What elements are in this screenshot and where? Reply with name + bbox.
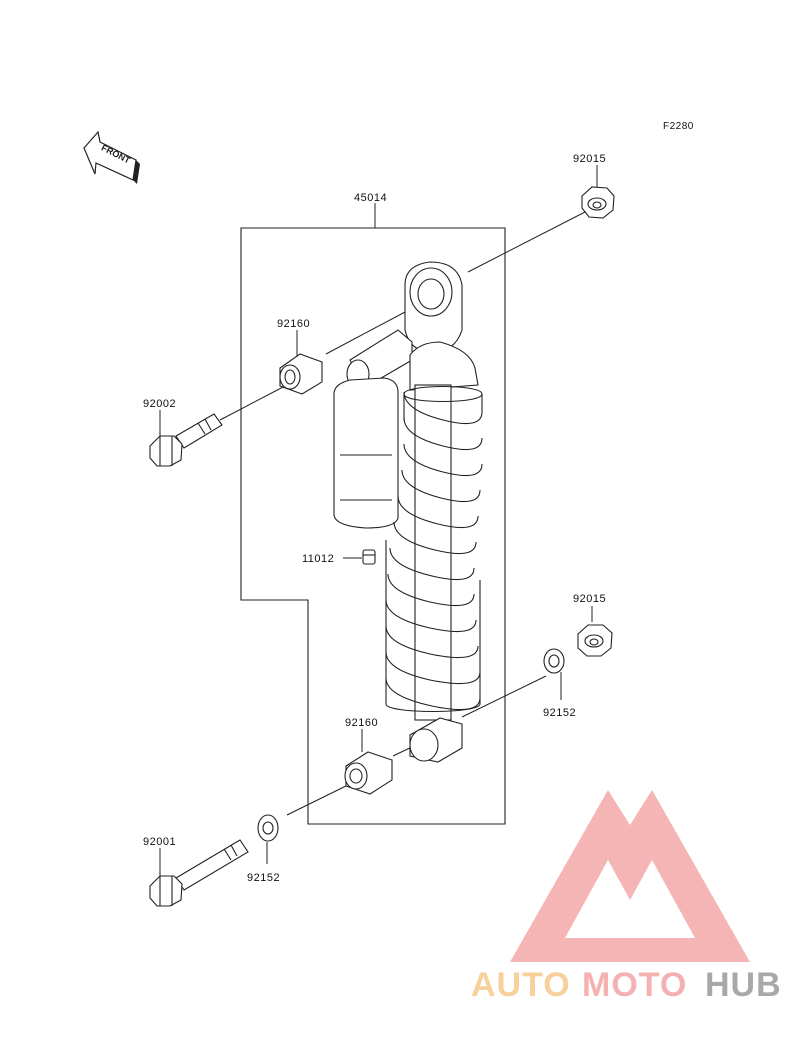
washer-left [257, 814, 279, 842]
bolt-bottom [149, 839, 249, 907]
watermark-hub: HUB [705, 966, 782, 1004]
label-92152-right: 92152 [543, 707, 576, 719]
watermark-auto: AUTO [471, 966, 571, 1004]
collar-top [279, 353, 323, 395]
washer-right [543, 648, 565, 674]
collar-bottom [344, 751, 393, 795]
label-92002: 92002 [143, 398, 176, 410]
diagram-code: F2280 [663, 121, 694, 132]
label-45014: 45014 [354, 192, 387, 204]
label-11012: 11012 [302, 553, 334, 565]
label-92001: 92001 [143, 836, 176, 848]
label-92160-top: 92160 [277, 318, 310, 330]
shock-absorber [333, 261, 483, 763]
label-92152-left: 92152 [247, 872, 280, 884]
watermark-moto: MOTO [582, 966, 687, 1004]
bolt-top [149, 413, 223, 467]
nut-bottom [577, 624, 613, 657]
cap [362, 549, 376, 565]
watermark-triangle-icon [510, 790, 750, 962]
nut-top [581, 186, 615, 219]
watermark-logo: AUTO MOTO HUB [471, 790, 782, 1004]
assembly-boundary [240, 227, 506, 825]
label-92015-bottom: 92015 [573, 593, 606, 605]
label-92015-top: 92015 [573, 153, 606, 165]
spring [385, 385, 483, 712]
label-92160-bottom: 92160 [345, 717, 378, 729]
front-arrow-icon: FRONT [83, 130, 140, 184]
